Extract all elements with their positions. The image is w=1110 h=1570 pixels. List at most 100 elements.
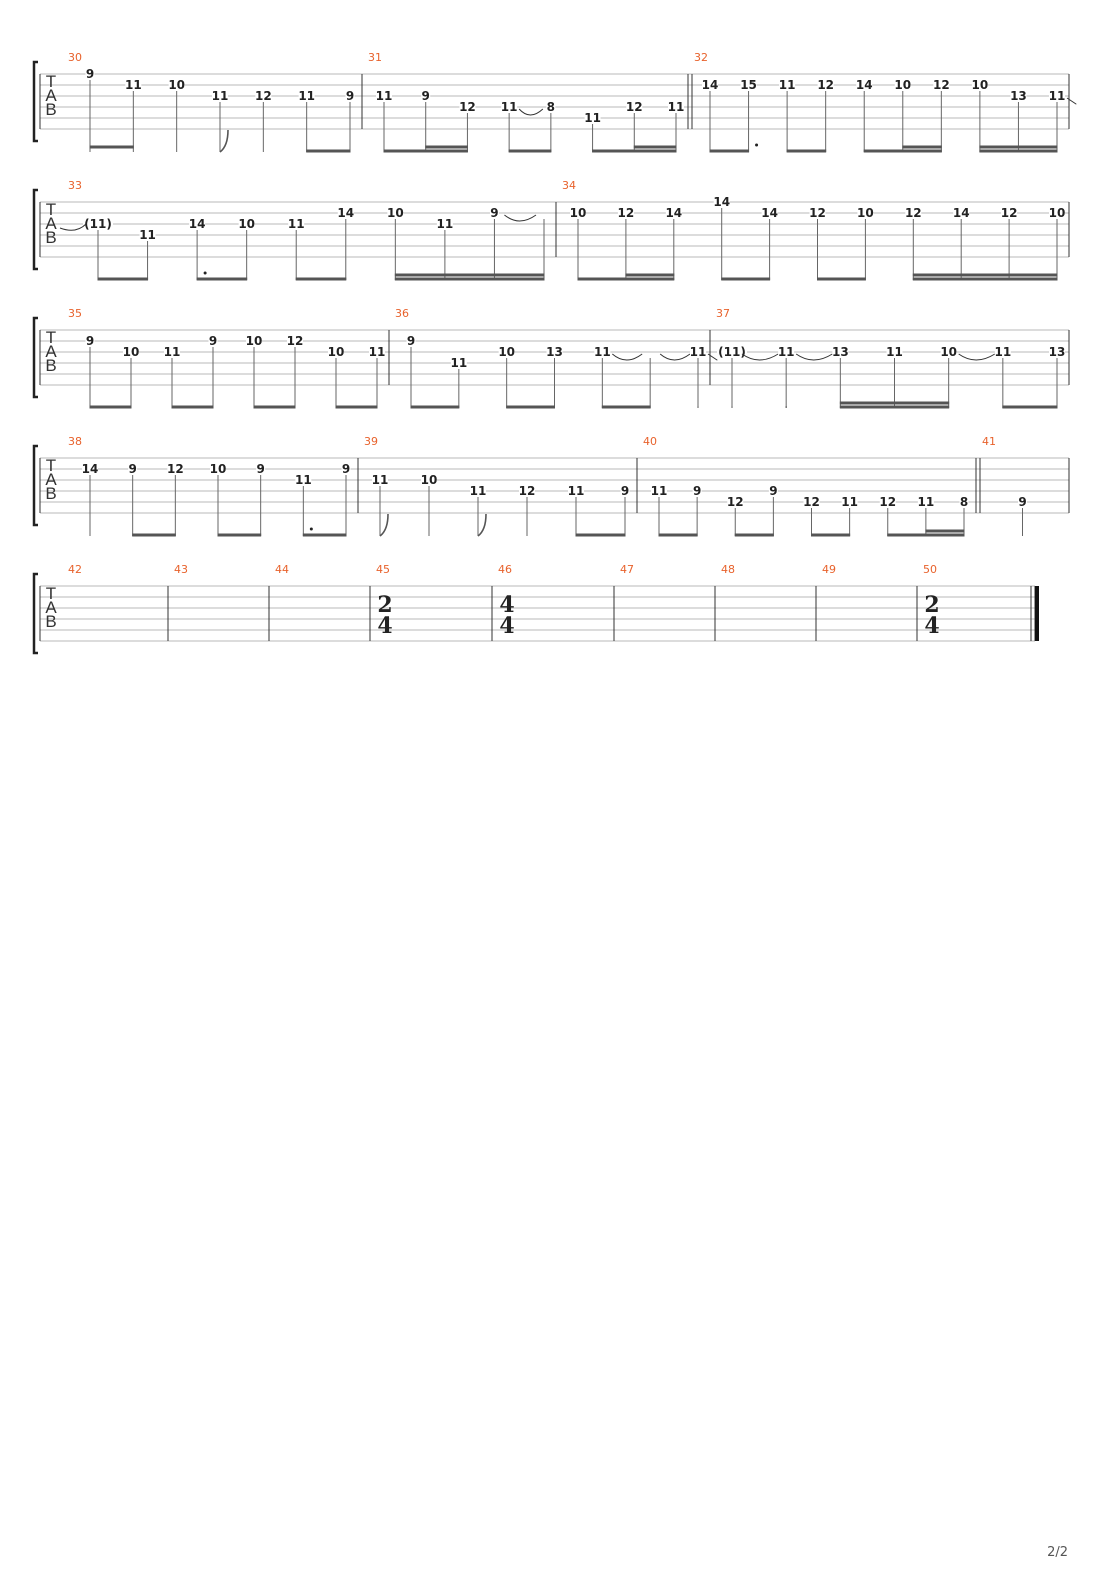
fret-mask: [971, 79, 988, 91]
tie-arc: [504, 214, 537, 222]
tab-clef-letter: T: [46, 72, 56, 91]
beam: [902, 145, 942, 149]
fret-number: 10: [210, 462, 227, 476]
beam: [709, 149, 750, 153]
measure-number: 35: [68, 307, 82, 320]
fret-number: 10: [387, 206, 404, 220]
fret-number: 11: [369, 345, 386, 359]
fret-number: 11: [994, 345, 1011, 359]
fret-number: 12: [809, 206, 826, 220]
beam: [912, 273, 1058, 277]
beam: [295, 277, 347, 281]
beam: [731, 406, 733, 408]
tab-clef-letter: B: [45, 228, 56, 247]
tab-clef-letter: A: [45, 214, 57, 233]
tab-clef-letter: A: [45, 342, 57, 361]
fret-number: 14: [82, 462, 99, 476]
time-signature-numerator: 4: [499, 592, 514, 618]
fret-mask: [459, 101, 476, 113]
final-barline-thick: [1035, 586, 1039, 641]
fret-number: 14: [713, 195, 730, 209]
fret-mask: [779, 79, 796, 91]
fret-mask: [376, 90, 392, 102]
fret-number: 12: [879, 495, 896, 509]
fret-number: 12: [519, 484, 536, 498]
fret-mask: [620, 485, 630, 497]
fret-mask: [832, 346, 849, 358]
measure-number: 31: [368, 51, 382, 64]
fret-mask: [905, 207, 922, 219]
tie-arc: [958, 353, 996, 361]
fret-number: 10: [498, 345, 515, 359]
tie-arc: [612, 353, 643, 361]
fret-number: 10: [1049, 206, 1066, 220]
beam: [839, 405, 950, 409]
fret-number: 12: [933, 78, 950, 92]
fret-number: 10: [246, 334, 263, 348]
fret-mask: [208, 335, 218, 347]
beam: [383, 149, 468, 153]
fret-mask: [717, 346, 747, 358]
beam: [601, 405, 651, 409]
fret-mask: [337, 207, 354, 219]
fret-number: 12: [803, 495, 820, 509]
beam: [811, 533, 851, 537]
tab-clef-letter: T: [46, 200, 56, 219]
fret-number: 11: [501, 100, 518, 114]
fret-mask: [713, 196, 730, 208]
fret-mask: [128, 463, 138, 475]
fret-mask: [421, 90, 431, 102]
fret-number: 9: [621, 484, 629, 498]
fret-number: 11: [125, 78, 142, 92]
beam: [132, 533, 176, 537]
fret-number: 10: [328, 345, 345, 359]
fret-number: 12: [255, 89, 272, 103]
beam: [410, 405, 460, 409]
beam: [302, 533, 347, 537]
fret-mask: [1001, 207, 1018, 219]
beam: [697, 406, 699, 408]
fret-mask: [168, 79, 185, 91]
beam: [89, 405, 132, 409]
fret-number: 9: [769, 484, 777, 498]
fret-mask: [123, 346, 139, 358]
fret-mask: [387, 207, 404, 219]
fret-mask: [519, 485, 535, 497]
measure-number: 49: [822, 563, 836, 576]
time-signature-numerator: 2: [377, 592, 392, 618]
fret-mask: [238, 218, 255, 230]
fret-number: 12: [287, 334, 304, 348]
measure-number: 47: [620, 563, 634, 576]
fret-number: 9: [490, 206, 498, 220]
fret-mask: [489, 207, 499, 219]
augmentation-dot: [309, 527, 313, 531]
fret-number: 10: [238, 217, 255, 231]
fret-number: 11: [690, 345, 707, 359]
fret-mask: [570, 207, 586, 219]
beam: [734, 533, 774, 537]
page-number: 2/2: [1047, 1545, 1068, 1560]
fret-mask: [809, 207, 826, 219]
fret-mask: [857, 207, 874, 219]
fret-number: 12: [167, 462, 184, 476]
measure-number: 32: [694, 51, 708, 64]
fret-number: 10: [894, 78, 911, 92]
fret-mask: [328, 346, 344, 358]
fret-mask: [761, 207, 778, 219]
fret-number: 11: [568, 484, 585, 498]
fret-mask: [501, 101, 518, 113]
fret-number: 11: [288, 217, 305, 231]
beam: [658, 533, 698, 537]
note-flag: [219, 129, 229, 153]
fret-mask: [470, 485, 486, 497]
beam: [912, 277, 1058, 281]
fret-mask: [959, 496, 969, 508]
fret-mask: [894, 79, 911, 91]
fret-number: 11: [139, 228, 156, 242]
beam: [979, 149, 1058, 153]
fret-number: 11: [594, 345, 611, 359]
beam: [335, 405, 378, 409]
fret-mask: [933, 79, 950, 91]
fret-mask: [940, 346, 957, 358]
